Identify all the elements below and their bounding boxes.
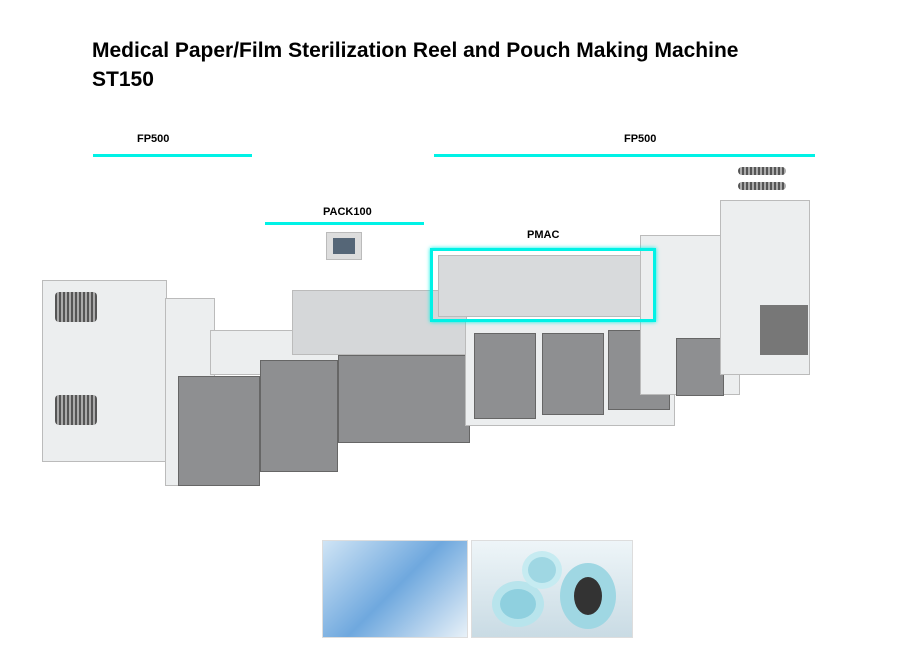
sterilization-pouches-photo <box>322 540 468 638</box>
title-line1: Medical Paper/Film Sterilization Reel an… <box>92 39 739 62</box>
underline-fp500-left <box>93 154 252 157</box>
sterilization-reels-photo <box>471 540 633 638</box>
title-line2: ST150 <box>92 68 154 91</box>
underline-fp500-right <box>434 154 815 157</box>
label-pmac: PMAC <box>527 229 560 241</box>
underline-pack100 <box>265 222 424 225</box>
label-pack100: PACK100 <box>323 206 372 218</box>
label-fp500-left: FP500 <box>137 133 170 145</box>
label-fp500-right: FP500 <box>624 133 657 145</box>
pmac-highlight-box <box>430 248 656 322</box>
